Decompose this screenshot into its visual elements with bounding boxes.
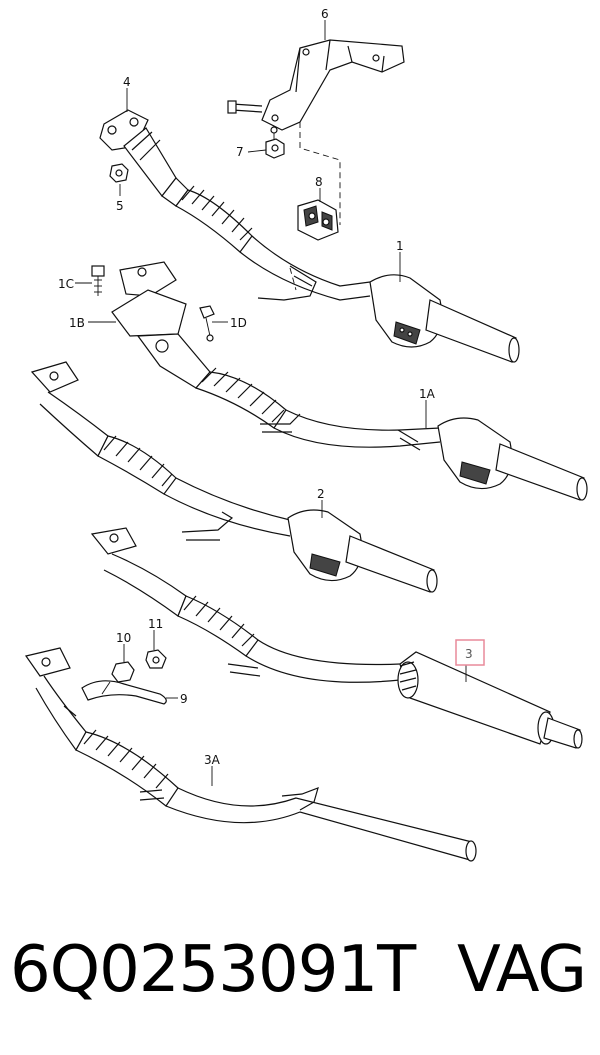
label-1: 1: [396, 239, 404, 253]
part-number: 6Q0253091T: [10, 933, 416, 1007]
exhaust-assembly-3A: [25, 647, 477, 862]
label-2: 2: [317, 487, 325, 501]
bolt-1D: [199, 305, 215, 342]
label-1B: 1B: [69, 316, 85, 330]
label-1C: 1C: [58, 277, 74, 291]
label-4: 4: [123, 75, 131, 89]
exhaust-assembly-2: [30, 361, 438, 593]
label-1A: 1A: [419, 387, 436, 401]
brand-name: VAG: [457, 933, 587, 1007]
label-11: 11: [148, 617, 163, 631]
highlight-box-part-3: [455, 639, 485, 666]
label-3: 3: [465, 647, 473, 661]
label-9: 9: [180, 692, 188, 706]
nut-11: [145, 649, 167, 669]
nut-5: [109, 163, 129, 183]
label-3A: 3A: [204, 753, 221, 767]
bracket-6: [227, 39, 405, 131]
exhaust-parts-diagram: 6 4 7 5 8 1 1C 1B 1D 1A 2 3 10 11 9 3A: [25, 7, 588, 862]
nut-7: [265, 126, 285, 159]
label-5: 5: [116, 199, 124, 213]
clamp-9: [81, 680, 167, 705]
rubber-mount-8: [297, 199, 339, 241]
label-10: 10: [116, 631, 131, 645]
bolt-10: [101, 661, 135, 695]
label-1D: 1D: [230, 316, 247, 330]
leader-lines: [75, 20, 467, 786]
exhaust-assembly-1: [99, 109, 520, 363]
label-6: 6: [321, 7, 329, 21]
exhaust-assembly-1A: [111, 261, 588, 501]
label-7: 7: [236, 145, 244, 159]
exhaust-assembly-3: [90, 527, 583, 749]
label-8: 8: [315, 175, 323, 189]
bolt-1C: [91, 265, 105, 296]
